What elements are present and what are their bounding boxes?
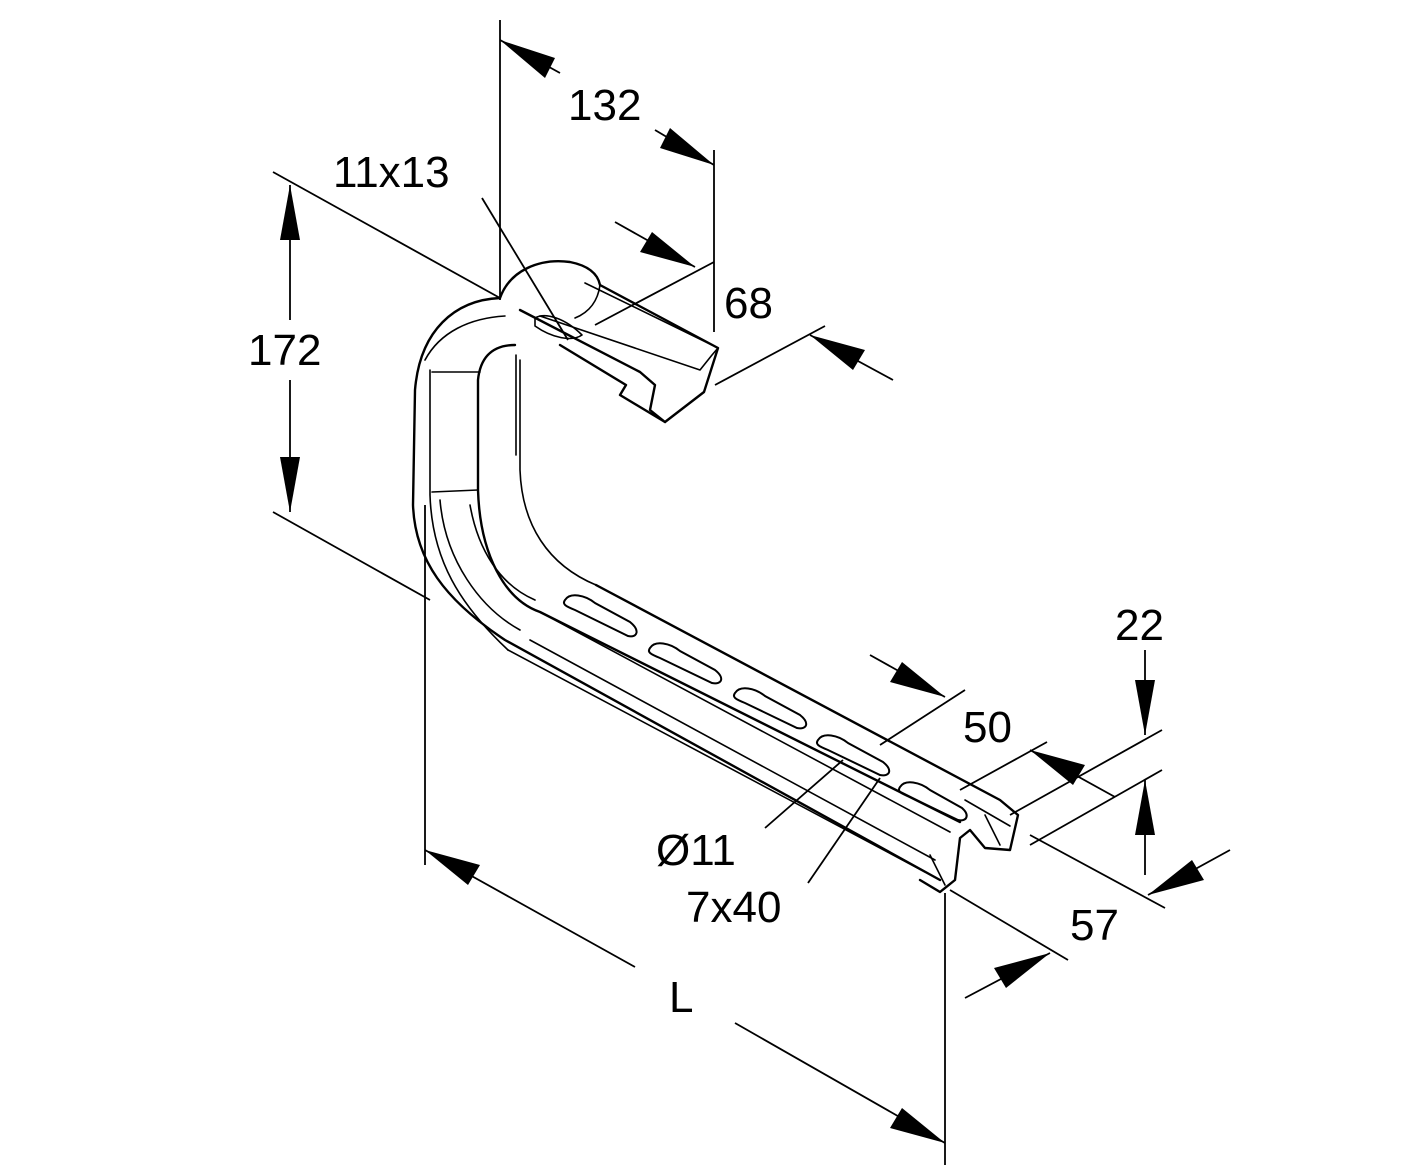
dim-label-22: 22	[1115, 601, 1164, 650]
slot	[647, 642, 723, 685]
dim-label-L: L	[669, 973, 693, 1022]
bracket-part	[411, 260, 1020, 894]
slot	[815, 734, 891, 777]
dimension-lines	[272, 20, 1231, 1165]
bracket-back-outer	[411, 296, 942, 882]
bracket-bend-lines	[424, 315, 536, 631]
lower-arm-face-lines	[507, 611, 951, 873]
upper-arm-hole	[534, 314, 583, 340]
dim-label-172: 172	[248, 326, 321, 375]
slot	[732, 687, 808, 730]
dim-label-11x13: 11x13	[333, 148, 450, 197]
dimension-labels: 132 11x13 172 68 22 50 57 Ø11 7x40 L	[248, 81, 1164, 1022]
bracket-back-inner	[476, 343, 962, 824]
slot	[562, 594, 638, 638]
bracket-back-edge	[515, 354, 597, 586]
dim-label-d11: Ø11	[656, 826, 736, 875]
lower-arm-channel	[929, 799, 1011, 886]
dim-label-7x40: 7x40	[686, 883, 781, 932]
lower-arm-top-edge	[594, 583, 1020, 894]
slot	[897, 781, 968, 822]
upper-arm-top-edge	[518, 308, 667, 424]
dim-label-57: 57	[1070, 901, 1119, 950]
dim-label-50: 50	[963, 703, 1012, 752]
bracket-back-face	[429, 369, 509, 651]
upper-arm-outer	[498, 260, 720, 424]
dim-label-68: 68	[724, 279, 773, 328]
dim-label-132: 132	[568, 81, 641, 130]
upper-arm-inner-edge	[539, 315, 719, 371]
lower-arm-slots	[562, 594, 968, 822]
upper-arm-flange	[574, 282, 713, 346]
